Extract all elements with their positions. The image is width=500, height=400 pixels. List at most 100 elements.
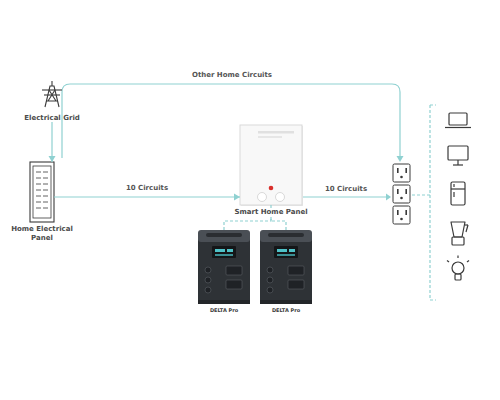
- screen-detail: [277, 249, 287, 252]
- fridge-icon: [451, 188, 465, 189]
- outlet-plate: [393, 164, 410, 182]
- outlet-slot: [397, 210, 399, 215]
- battery-port: [267, 267, 273, 273]
- screen-detail: [277, 254, 295, 256]
- outlet-slot: [397, 189, 399, 194]
- laptop-icon: [445, 127, 471, 128]
- label-group: Home Electrical Panel: [2, 225, 82, 242]
- battery-port: [205, 287, 211, 293]
- label-group: DELTA Pro: [194, 307, 254, 313]
- screen-detail: [215, 254, 233, 256]
- appliance-bracket: [412, 105, 436, 300]
- battery-port: [226, 280, 242, 289]
- battery-top: [260, 230, 312, 242]
- battery-top: [198, 230, 250, 242]
- connector: [49, 122, 56, 162]
- monitor-icon: [448, 146, 468, 160]
- battery-port: [205, 277, 211, 283]
- panel-face: [240, 125, 302, 205]
- battery-body: [198, 234, 250, 304]
- circuit-wire: [62, 84, 400, 158]
- node-label: Smart Home Panel: [229, 208, 313, 217]
- outlet-ground: [400, 218, 403, 221]
- tower-line: [47, 90, 57, 101]
- circuit-label: Other Home Circuits: [172, 71, 292, 80]
- smart-panel-art: [240, 125, 303, 206]
- battery-screen: [212, 246, 236, 258]
- battery-screen: [274, 246, 298, 258]
- outlet-slot: [405, 168, 407, 173]
- node-label: DELTA Pro: [194, 307, 254, 313]
- node-label: DELTA Pro: [256, 307, 316, 313]
- monitor-icon: [453, 164, 463, 165]
- bulb-icon: [452, 262, 464, 274]
- battery-port: [267, 287, 273, 293]
- outlet-slot: [405, 210, 407, 215]
- battery-art: [260, 230, 312, 304]
- panel-detail: [258, 131, 294, 134]
- battery-port: [226, 266, 242, 275]
- panel-detail: [258, 136, 282, 138]
- blender-icon: [451, 222, 465, 237]
- label-group: DELTA Pro: [256, 307, 316, 313]
- blender-icon: [466, 225, 468, 232]
- tower-line: [51, 81, 52, 86]
- battery-body: [260, 234, 312, 304]
- tower-line: [45, 86, 59, 107]
- battery-handle: [268, 233, 304, 237]
- battery-port: [288, 266, 304, 275]
- grid-node: Electrical Grid: [14, 82, 90, 122]
- bulb-ray: [467, 261, 469, 263]
- outlet-ground: [400, 197, 403, 200]
- bulb-icon: [455, 274, 461, 280]
- bracket-line: [429, 105, 430, 300]
- outlet-slot: [405, 189, 407, 194]
- node-label: Home Electrical Panel: [2, 225, 82, 242]
- fridge-icon: [451, 182, 465, 205]
- circuit-label: 10 Circuits: [311, 185, 381, 194]
- screen-detail: [289, 249, 295, 252]
- outlet-symbol: [393, 206, 410, 224]
- connector: [54, 194, 240, 201]
- laptop-icon: [449, 113, 467, 125]
- panel-knob: [258, 193, 267, 202]
- battery-node: DELTA Pro: [198, 230, 250, 304]
- panel-node: Home Electrical Panel: [30, 162, 54, 222]
- outlet-symbol: [393, 164, 410, 182]
- outlet-symbol: [393, 185, 410, 203]
- outlet-slot: [397, 168, 399, 173]
- bracket-line: [412, 194, 430, 195]
- battery-handle: [206, 233, 242, 237]
- bulb-ray: [447, 261, 449, 263]
- panel-breakers: [36, 172, 48, 208]
- battery-port: [288, 280, 304, 289]
- fridge-icon: [453, 192, 454, 197]
- connector-line: [54, 196, 240, 197]
- battery-node: DELTA Pro: [260, 230, 312, 304]
- bracket-tick: [430, 299, 436, 300]
- monitor-icon: [457, 160, 458, 165]
- label-group: Electrical Grid: [14, 114, 90, 123]
- smart-panel-node: Smart Home Panel: [240, 125, 302, 205]
- tower-line: [42, 89, 62, 90]
- battery-art: [198, 230, 250, 304]
- battery-port: [205, 267, 211, 273]
- screen-detail: [215, 249, 225, 252]
- panel-body: [30, 162, 54, 222]
- arrow-head: [397, 156, 404, 162]
- node-label: Electrical Grid: [14, 114, 90, 123]
- battery-port: [267, 277, 273, 283]
- fridge-icon: [453, 184, 454, 187]
- panel-icon: [30, 162, 54, 222]
- panel-knob: [276, 193, 285, 202]
- arrow-head: [386, 194, 391, 201]
- arrow-head: [234, 194, 240, 201]
- battery-base: [260, 300, 312, 304]
- screen-detail: [227, 249, 233, 252]
- edge-label: 10 Circuits: [112, 184, 182, 193]
- arrow-head: [49, 156, 56, 162]
- outlet-ground: [400, 176, 403, 179]
